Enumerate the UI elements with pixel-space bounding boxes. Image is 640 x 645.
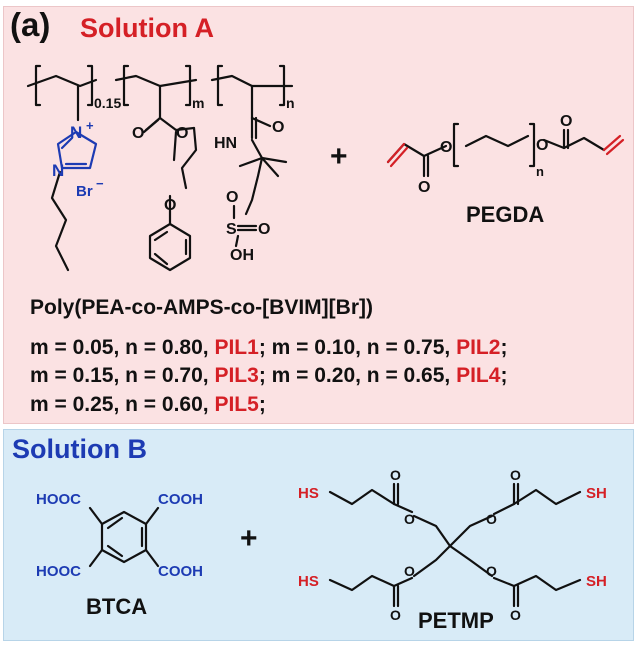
charge-plus: + bbox=[86, 118, 94, 133]
petmp-sh-4: SH bbox=[586, 573, 607, 590]
pea-side-chain bbox=[142, 116, 198, 272]
imidazolium-ring bbox=[56, 130, 98, 170]
petmp-o-1: O bbox=[390, 467, 401, 483]
atom-o-s1: O bbox=[226, 189, 238, 206]
polymer-backbone bbox=[26, 64, 294, 122]
composition-text: m = 0.25, n = 0.60, bbox=[30, 393, 215, 416]
plus-sign-a: + bbox=[330, 140, 348, 173]
pil-label: PIL4 bbox=[456, 364, 501, 387]
composition-sep: ; bbox=[258, 364, 272, 387]
atom-br: Br bbox=[76, 183, 93, 200]
composition-sep: ; bbox=[500, 364, 508, 387]
atom-o-amide: O bbox=[272, 119, 284, 136]
composition-line-2: m = 0.15, n = 0.70, PIL3; m = 0.20, n = … bbox=[30, 364, 507, 388]
atom-o-s2: O bbox=[258, 221, 270, 238]
composition-sep: ; bbox=[500, 336, 508, 359]
atom-oh: OH bbox=[230, 247, 254, 264]
polymer-name: Poly(PEA-co-AMPS-co-[BVIM][Br]) bbox=[30, 296, 373, 319]
pegda-name: PEGDA bbox=[466, 202, 544, 227]
atom-hn: HN bbox=[214, 135, 237, 152]
solution-a-title: Solution A bbox=[80, 13, 214, 43]
subscript-015: 0.15 bbox=[94, 95, 121, 111]
composition-text: m = 0.10, n = 0.75, bbox=[271, 336, 457, 359]
pegda-o-carbonyl-1: O bbox=[418, 179, 430, 196]
pegda-subscript-n: n bbox=[536, 164, 544, 179]
petmp-o-2: O bbox=[404, 511, 415, 527]
petmp-sh-3: HS bbox=[298, 573, 319, 590]
pegda-o-ester-2: O bbox=[536, 137, 548, 154]
petmp-o-7: O bbox=[486, 563, 497, 579]
pegda-o-carbonyl-2: O bbox=[560, 113, 572, 130]
composition-line-1: m = 0.05, n = 0.80, PIL1; m = 0.10, n = … bbox=[30, 336, 507, 360]
btca-group-tl: HOOC bbox=[36, 491, 81, 508]
btca-structure bbox=[88, 506, 160, 568]
btca-group-tr: COOH bbox=[158, 491, 203, 508]
composition-line-3: m = 0.25, n = 0.60, PIL5; bbox=[30, 393, 266, 417]
petmp-name: PETMP bbox=[418, 608, 494, 633]
atom-s: S bbox=[226, 221, 237, 238]
composition-text: m = 0.20, n = 0.65, bbox=[271, 364, 457, 387]
petmp-o-6: O bbox=[390, 607, 401, 623]
subscript-m: m bbox=[192, 95, 204, 111]
petmp-o-8: O bbox=[510, 607, 521, 623]
pil-label: PIL1 bbox=[214, 336, 259, 359]
amps-side-chain bbox=[232, 116, 288, 248]
subscript-n: n bbox=[286, 95, 295, 111]
atom-o-carbonyl: O bbox=[132, 125, 144, 142]
plus-sign-b: + bbox=[240, 522, 258, 555]
solution-b-title: Solution B bbox=[12, 434, 147, 464]
pegda-o-ester-1: O bbox=[440, 139, 452, 156]
composition-text: m = 0.05, n = 0.80, bbox=[30, 336, 215, 359]
btca-name: BTCA bbox=[86, 594, 147, 619]
composition-text: m = 0.15, n = 0.70, bbox=[30, 364, 215, 387]
atom-n: N bbox=[52, 161, 64, 180]
atom-n-plus: N bbox=[70, 123, 82, 142]
panel-letter: (a) bbox=[10, 6, 51, 43]
petmp-o-5: O bbox=[404, 563, 415, 579]
atom-o-ester: O bbox=[176, 125, 188, 142]
petmp-sh-2: SH bbox=[586, 485, 607, 502]
atom-o-ether: O bbox=[164, 197, 176, 214]
charge-minus: − bbox=[96, 176, 104, 191]
composition-sep: ; bbox=[258, 393, 266, 416]
petmp-sh-1: HS bbox=[298, 485, 319, 502]
petmp-o-3: O bbox=[510, 467, 521, 483]
btca-group-bl: HOOC bbox=[36, 563, 81, 580]
solution-a-panel bbox=[3, 6, 634, 424]
composition-sep: ; bbox=[258, 336, 272, 359]
pil-label: PIL5 bbox=[214, 393, 259, 416]
petmp-structure bbox=[328, 482, 582, 608]
pegda-structure bbox=[386, 122, 625, 178]
petmp-o-4: O bbox=[486, 511, 497, 527]
solution-b-panel bbox=[3, 429, 634, 641]
pil-label: PIL2 bbox=[456, 336, 501, 359]
btca-group-br: COOH bbox=[158, 563, 203, 580]
pil-label: PIL3 bbox=[214, 364, 259, 387]
butyl-chain bbox=[50, 170, 70, 272]
